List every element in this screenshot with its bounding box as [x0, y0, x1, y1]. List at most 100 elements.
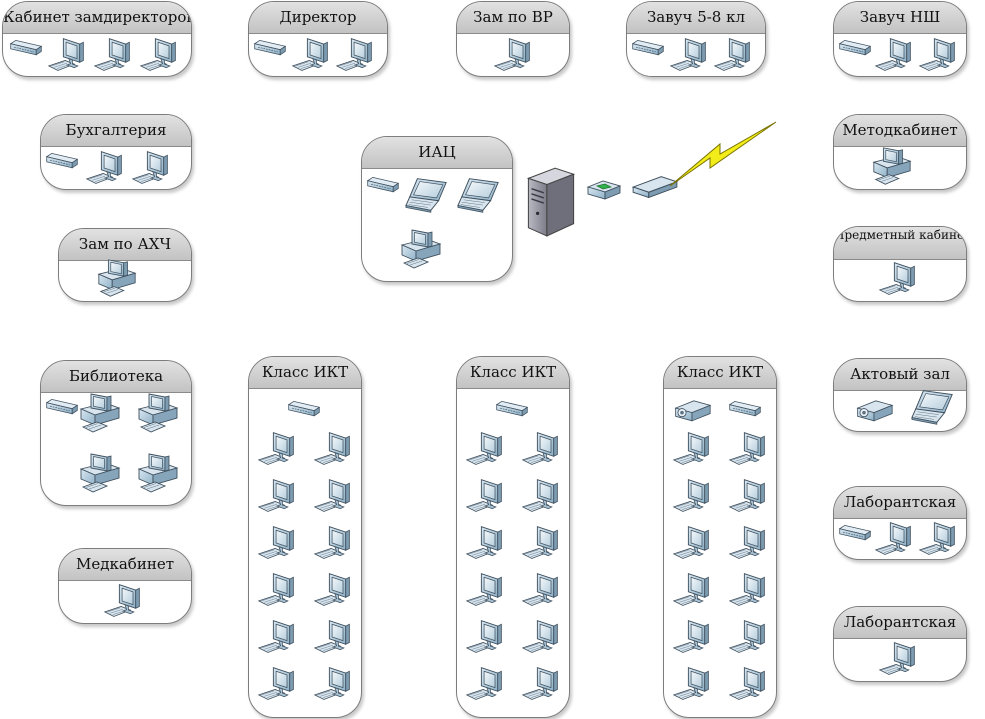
workstation-icon: [47, 35, 87, 75]
workstation-icon: [313, 523, 353, 563]
workstation-icon: [713, 35, 753, 75]
room-director: Директор: [248, 1, 388, 77]
network-switch-icon: [253, 38, 287, 58]
room-title: Класс ИКТ: [457, 357, 569, 389]
room-zavuch58: Завуч 5-8 кл: [626, 1, 766, 77]
room-ikt-1: Класс ИКТ: [248, 356, 362, 718]
network-switch-icon: [45, 151, 79, 171]
room-title: Актовый зал: [834, 359, 966, 391]
room-iac: ИАЦ: [361, 136, 513, 282]
room-lab-1: Лаборантская: [833, 486, 967, 560]
workstation-icon: [521, 570, 561, 610]
laptop-icon: [404, 175, 450, 215]
room-med: Медкабинет: [58, 548, 192, 624]
workstation-icon: [313, 429, 353, 469]
room-title: Лаборантская: [834, 607, 966, 639]
projector-icon: [854, 395, 894, 423]
room-title: ИАЦ: [362, 137, 512, 169]
workstation-icon: [493, 35, 533, 75]
workstation-icon: [313, 664, 353, 704]
workstation-icon: [878, 259, 918, 299]
workstation-icon: [465, 664, 505, 704]
room-title: Директор: [249, 2, 387, 34]
workstation-icon: [93, 35, 133, 75]
network-switch-icon: [287, 399, 321, 419]
desktop-pc-icon: [135, 391, 181, 437]
desktop-pc-icon: [77, 451, 123, 497]
router-icon: [585, 175, 623, 203]
room-title: Зам по АХЧ: [59, 229, 191, 261]
room-zamvr: Зам по ВР: [456, 1, 570, 77]
room-title: Класс ИКТ: [249, 357, 361, 389]
room-library: Библиотека: [40, 360, 192, 506]
workstation-icon: [672, 523, 712, 563]
network-switch-icon: [838, 523, 872, 543]
room-zamdir: Кабинет замдиректоров: [2, 1, 192, 77]
desktop-pc-icon: [95, 257, 139, 301]
workstation-icon: [465, 523, 505, 563]
laptop-icon: [456, 175, 502, 215]
workstation-icon: [728, 570, 768, 610]
server-icon: [524, 164, 578, 238]
room-actzal: Актовый зал: [833, 358, 967, 432]
workstation-icon: [728, 523, 768, 563]
workstation-icon: [669, 35, 709, 75]
room-ikt-2: Класс ИКТ: [456, 356, 570, 718]
workstation-icon: [728, 429, 768, 469]
workstation-icon: [521, 429, 561, 469]
workstation-icon: [257, 617, 297, 657]
room-ikt-3: Класс ИКТ: [663, 356, 777, 718]
workstation-icon: [728, 617, 768, 657]
room-title: Медкабинет: [59, 549, 191, 581]
workstation-icon: [672, 617, 712, 657]
network-switch-icon: [9, 38, 43, 58]
room-lab-2: Лаборантская: [833, 606, 967, 682]
room-title: Методкабинет: [834, 115, 966, 147]
workstation-icon: [335, 35, 375, 75]
workstation-icon: [131, 148, 171, 188]
workstation-icon: [257, 429, 297, 469]
workstation-icon: [521, 617, 561, 657]
network-switch-icon: [366, 175, 400, 195]
workstation-icon: [878, 639, 918, 679]
wireless-link-icon: [669, 121, 777, 187]
workstation-icon: [672, 664, 712, 704]
room-buh: Бухгалтерия: [40, 114, 192, 190]
desktop-pc-icon: [77, 391, 123, 437]
workstation-icon: [313, 617, 353, 657]
room-title: Зам по ВР: [457, 2, 569, 34]
workstation-icon: [874, 35, 914, 75]
desktop-pc-icon: [398, 227, 444, 273]
room-title: Предметный кабинет: [834, 227, 966, 260]
workstation-icon: [918, 35, 958, 75]
room-title: Библиотека: [41, 361, 191, 393]
workstation-icon: [728, 476, 768, 516]
workstation-icon: [465, 476, 505, 516]
workstation-icon: [521, 664, 561, 704]
workstation-icon: [874, 519, 914, 559]
room-zavuchnsh: Завуч НШ: [833, 1, 967, 77]
network-switch-icon: [45, 397, 79, 417]
workstation-icon: [465, 429, 505, 469]
room-title: Класс ИКТ: [664, 357, 776, 389]
room-title: Завуч НШ: [834, 2, 966, 34]
workstation-icon: [313, 476, 353, 516]
network-switch-icon: [728, 399, 762, 419]
laptop-icon: [910, 387, 956, 427]
workstation-icon: [257, 570, 297, 610]
room-title: Бухгалтерия: [41, 115, 191, 147]
workstation-icon: [85, 148, 125, 188]
workstation-icon: [672, 429, 712, 469]
workstation-icon: [257, 476, 297, 516]
workstation-icon: [291, 35, 331, 75]
workstation-icon: [313, 570, 353, 610]
workstation-icon: [672, 570, 712, 610]
workstation-icon: [103, 581, 143, 621]
desktop-pc-icon: [870, 145, 914, 189]
desktop-pc-icon: [135, 451, 181, 497]
workstation-icon: [465, 617, 505, 657]
workstation-icon: [728, 664, 768, 704]
workstation-icon: [672, 476, 712, 516]
workstation-icon: [918, 519, 958, 559]
workstation-icon: [521, 476, 561, 516]
